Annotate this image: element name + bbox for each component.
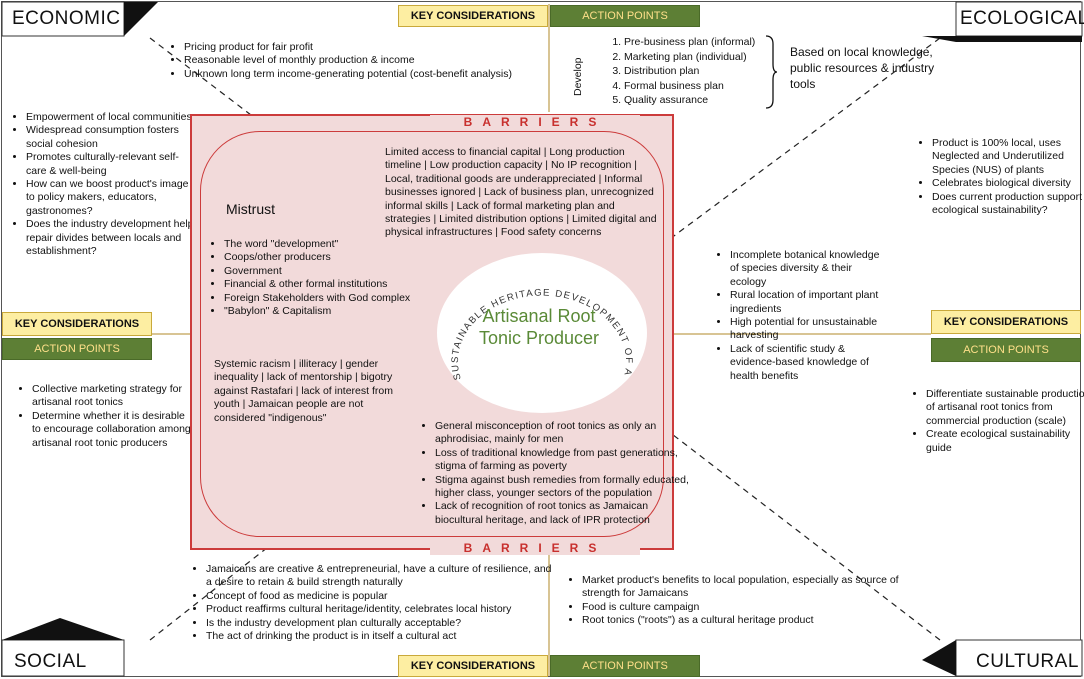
social-label: SOCIAL xyxy=(14,651,87,672)
cultural-label: CULTURAL xyxy=(976,651,1079,672)
center-circle xyxy=(437,253,647,413)
ecological-label: ECOLOGICAL xyxy=(960,8,1084,29)
mistrust-item: Coops/other producers xyxy=(224,251,444,264)
ecological-considerations-list: Product is 100% local, uses Neglected an… xyxy=(918,137,1084,217)
economic-action-item: Distribution plan xyxy=(624,64,784,79)
mistrust-item: "Babylon" & Capitalism xyxy=(224,305,444,318)
develop-brace-icon xyxy=(765,35,778,109)
top-key-considerations: KEY CONSIDERATIONS xyxy=(398,5,548,27)
economic-consideration-item: Unknown long term income-generating pote… xyxy=(184,68,554,81)
social-corner-tab xyxy=(1,618,125,677)
barrier-ecological-item: Lack of scientific study & evidence-base… xyxy=(730,343,890,383)
social-action-item: Collective marketing strategy for artisa… xyxy=(32,383,194,410)
left-action-points: ACTION POINTS xyxy=(2,338,152,360)
cultural-corner-tab xyxy=(922,639,1083,677)
social-consideration-item: Empowerment of local communities xyxy=(26,111,198,124)
mistrust-item: Foreign Stakeholders with God complex xyxy=(224,292,444,305)
economic-consideration-item: Reasonable level of monthly production &… xyxy=(184,54,554,67)
economic-considerations-list: Pricing product for fair profit Reasonab… xyxy=(170,41,554,81)
barriers-top-label: BARRIERS xyxy=(430,115,640,129)
center-ring-text: SUSTAINABLE HERITAGE DEVELOPMENT OF A CO… xyxy=(437,253,633,381)
economic-action-item: Marketing plan (individual) xyxy=(624,50,784,65)
social-action-item: Determine whether it is desirable to enc… xyxy=(32,410,194,450)
economic-corner-tab xyxy=(1,1,158,37)
center-title-line1: Artisanal Root xyxy=(482,306,596,326)
cultural-action-item: Market product's benefits to local popul… xyxy=(582,574,922,601)
cultural-consideration-item: Product reaffirms cultural heritage/iden… xyxy=(206,603,558,616)
economic-consideration-item: Pricing product for fair profit xyxy=(184,41,554,54)
barrier-cultural-item: Stigma against bush remedies from formal… xyxy=(435,474,691,501)
develop-label: Develop xyxy=(572,57,584,96)
cultural-action-item: Root tonics ("roots") as a cultural heri… xyxy=(582,614,922,627)
social-consideration-item: Widespread consumption fosters social co… xyxy=(26,124,198,151)
ecological-consideration-item: Product is 100% local, uses Neglected an… xyxy=(932,137,1084,177)
barrier-economic-text: Limited access to financial capital | Lo… xyxy=(385,146,657,239)
mistrust-list: The word "development" Coops/other produ… xyxy=(210,238,444,318)
barrier-cultural-item: Lack of recognition of root tonics as Ja… xyxy=(435,500,691,527)
ecological-action-item: Differentiate sustainable production of … xyxy=(926,388,1084,428)
barrier-cultural-list: General misconception of root tonics as … xyxy=(421,420,691,527)
ecological-corner-tab xyxy=(922,1,1083,42)
cultural-considerations-list: Jamaicans are creative & entrepreneurial… xyxy=(192,563,558,643)
cultural-consideration-item: Concept of food as medicine is popular xyxy=(206,590,558,603)
right-action-points: ACTION POINTS xyxy=(931,338,1081,362)
social-consideration-item: How can we boost product's image to poli… xyxy=(26,178,198,218)
economic-action-item: Pre-business plan (informal) xyxy=(624,35,784,50)
mistrust-item: The word "development" xyxy=(224,238,444,251)
barrier-ecological-item: Rural location of important plant ingred… xyxy=(730,289,890,316)
center-title: Artisanal Root Tonic Producer xyxy=(448,305,630,349)
cultural-action-item: Food is culture campaign xyxy=(582,601,922,614)
ecological-action-item: Create ecological sustainability guide xyxy=(926,428,1084,455)
center-title-line2: Tonic Producer xyxy=(478,328,600,348)
ecological-actions-list: Differentiate sustainable production of … xyxy=(912,388,1084,455)
barrier-social-text: Systemic racism | illiteracy | gender in… xyxy=(214,358,393,424)
develop-note: Based on local knowledge, public resourc… xyxy=(790,45,935,91)
ecological-consideration-item: Does current production support ecologic… xyxy=(932,191,1084,218)
mistrust-item: Government xyxy=(224,265,444,278)
social-consideration-item: Promotes culturally-relevant self-care &… xyxy=(26,151,198,178)
economic-action-item: Quality assurance xyxy=(624,93,784,108)
bottom-key-considerations: KEY CONSIDERATIONS xyxy=(398,655,548,677)
right-key-considerations: KEY CONSIDERATIONS xyxy=(931,310,1081,334)
barriers-bottom-label: BARRIERS xyxy=(430,541,640,555)
economic-actions-list: Pre-business plan (informal) Marketing p… xyxy=(608,35,784,108)
ecological-consideration-item: Celebrates biological diversity xyxy=(932,177,1084,190)
economic-action-item: Formal business plan xyxy=(624,79,784,94)
barrier-cultural-item: Loss of traditional knowledge from past … xyxy=(435,447,691,474)
cultural-consideration-item: Jamaicans are creative & entrepreneurial… xyxy=(206,563,558,590)
top-action-points: ACTION POINTS xyxy=(550,5,700,27)
cultural-consideration-item: Is the industry development plan cultura… xyxy=(206,617,558,630)
social-considerations-list: Empowerment of local communities Widespr… xyxy=(12,111,198,258)
cultural-actions-list: Market product's benefits to local popul… xyxy=(568,574,922,628)
barriers-inner-border xyxy=(200,131,664,537)
bottom-action-points: ACTION POINTS xyxy=(550,655,700,677)
mistrust-item: Financial & other formal institutions xyxy=(224,278,444,291)
barrier-cultural-item: General misconception of root tonics as … xyxy=(435,420,691,447)
social-actions-list: Collective marketing strategy for artisa… xyxy=(18,383,194,450)
cultural-consideration-item: The act of drinking the product is in it… xyxy=(206,630,558,643)
mistrust-title: Mistrust xyxy=(226,201,275,217)
barrier-ecological-item: Incomplete botanical knowledge of specie… xyxy=(730,249,890,289)
barrier-ecological-item: High potential for unsustainable harvest… xyxy=(730,316,890,343)
left-key-considerations: KEY CONSIDERATIONS xyxy=(2,312,152,336)
barrier-ecological-list: Incomplete botanical knowledge of specie… xyxy=(716,249,890,383)
economic-label: ECONOMIC xyxy=(12,8,121,29)
social-consideration-item: Does the industry development help repai… xyxy=(26,218,198,258)
